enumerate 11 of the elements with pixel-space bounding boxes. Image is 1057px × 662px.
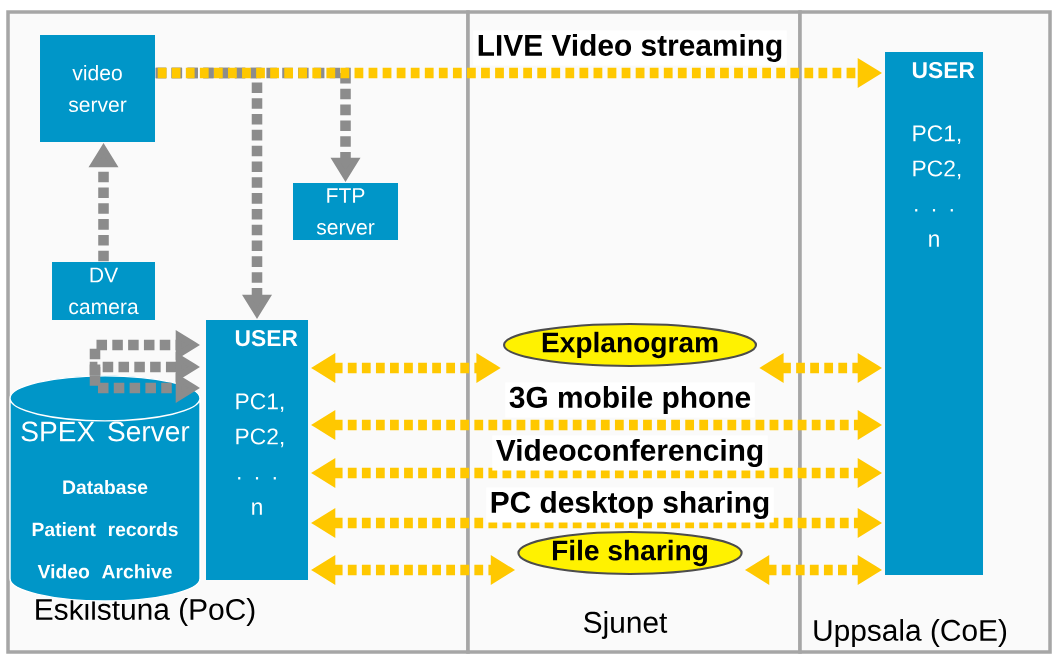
user-box: USER PC1, PC2, . . . n — [206, 320, 308, 580]
edge-label: PC desktop sharing — [486, 487, 774, 523]
edge-label: Videoconferencing — [492, 435, 768, 471]
edge-label: LIVE Video streaming — [473, 30, 787, 66]
device-box: FTP server — [293, 183, 398, 240]
user-box: USER PC1, PC2, . . . n — [885, 52, 983, 575]
device-box: video server — [40, 34, 155, 142]
device-box: DV camera — [52, 262, 155, 320]
panel-label: Sjunet — [584, 611, 668, 639]
edge-label: 3G mobile phone — [505, 382, 755, 418]
panel-label: Uppsala (CoE) — [814, 619, 1007, 647]
